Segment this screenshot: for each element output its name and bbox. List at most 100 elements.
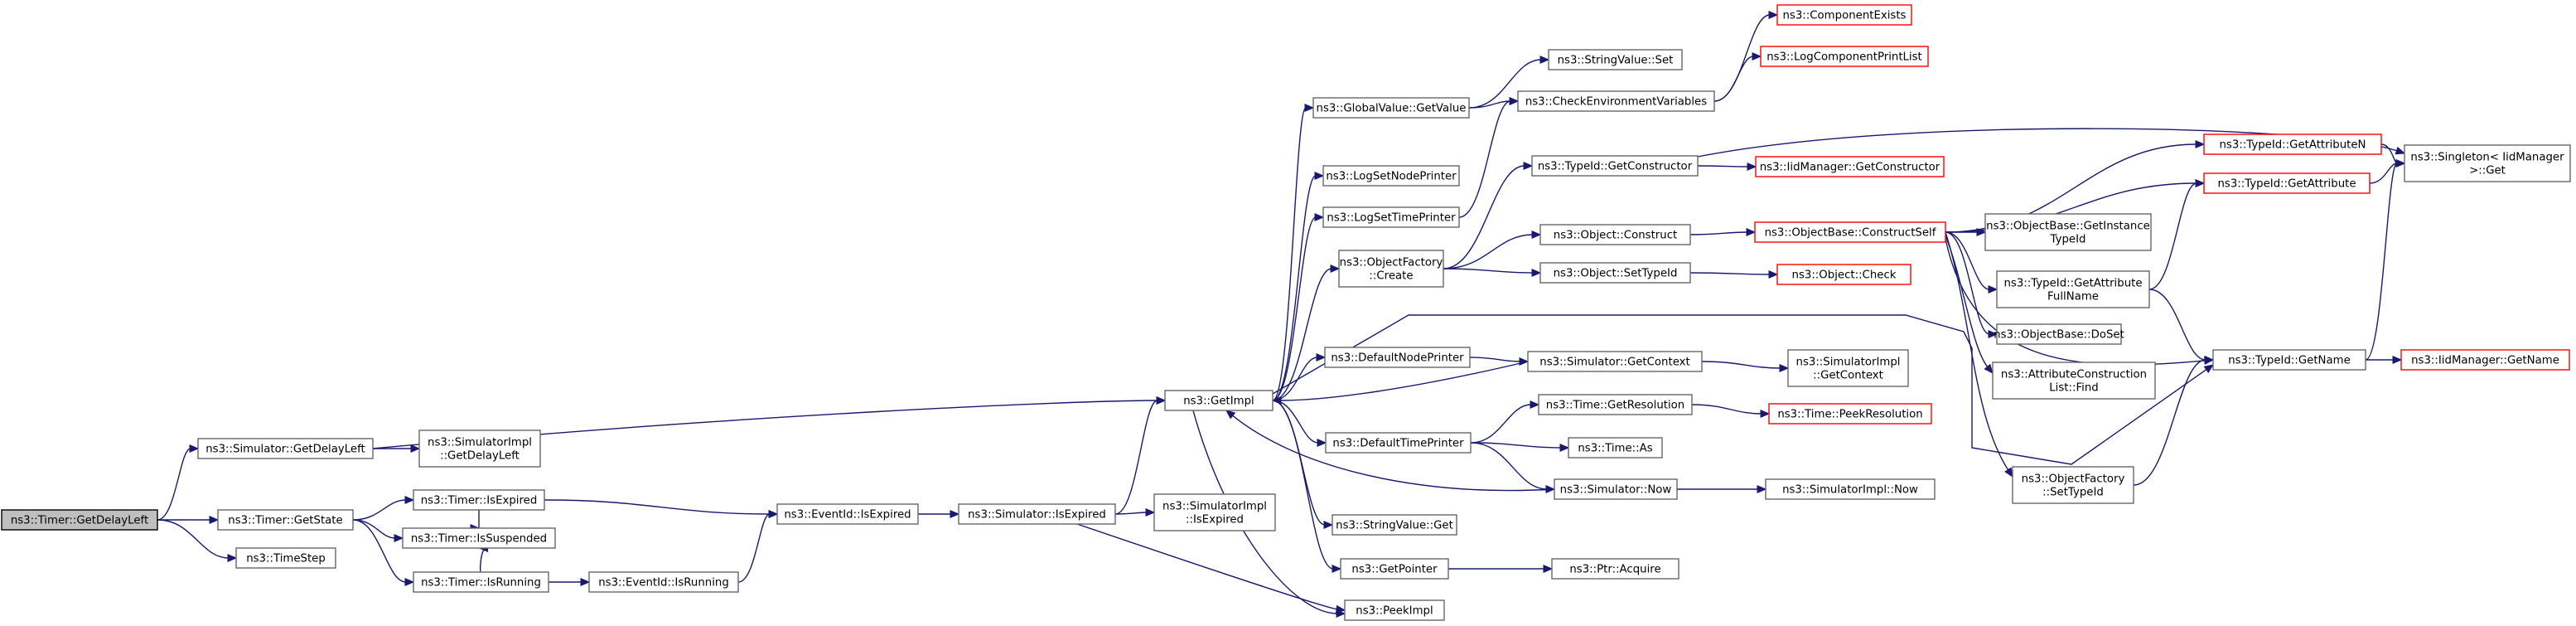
edge-line	[1272, 268, 1332, 401]
edge-line	[1945, 231, 2009, 471]
node-n23[interactable]: ns3::CheckEnvironmentVariables	[1517, 90, 1715, 112]
node-n15[interactable]: ns3::LogSetTimePrinter	[1322, 206, 1460, 228]
node-n24[interactable]: ns3::TypeId::GetConstructor	[1531, 155, 1699, 177]
node-n30[interactable]: ns3::Simulator::Now	[1554, 478, 1678, 500]
edge-arrowhead	[1314, 172, 1325, 180]
node-n27[interactable]: ns3::Simulator::GetContext	[1527, 351, 1703, 372]
edge-arrowhead	[1317, 439, 1327, 447]
node-n17[interactable]: ns3::DefaultNodePrinter	[1324, 347, 1471, 368]
edge-n35-n42	[1945, 228, 1987, 236]
node-label: ns3::TypeId::GetName	[2228, 355, 2351, 367]
node-n10[interactable]: ns3::Simulator::IsExpired	[958, 503, 1116, 525]
node-n11[interactable]: ns3::SimulatorImpl::IsExpired	[1153, 493, 1276, 531]
node-label: ns3::DefaultTimePrinter	[1332, 438, 1464, 450]
node-n48[interactable]: ns3::TypeId::GetName	[2212, 349, 2366, 371]
node-n16[interactable]: ns3::ObjectFactory::Create	[1338, 250, 1444, 288]
node-n33[interactable]: ns3::LogComponentPrintList	[1760, 46, 1929, 67]
node-box	[1153, 493, 1276, 531]
node-box	[2212, 349, 2366, 371]
node-box	[1164, 390, 1274, 411]
node-label: ns3::TypeId::GetAttribute	[2003, 278, 2142, 290]
edge-line	[1470, 442, 1548, 490]
node-n22[interactable]: ns3::StringValue::Set	[1548, 49, 1683, 70]
node-n31[interactable]: ns3::Ptr::Acquire	[1551, 558, 1679, 580]
edge-arrowhead	[1330, 264, 1341, 273]
node-n26[interactable]: ns3::Object::SetTypeId	[1539, 262, 1691, 284]
edge-n12-n14	[1272, 172, 1325, 401]
node-n38[interactable]: ns3::Time::PeekResolution	[1768, 403, 1932, 425]
node-n41[interactable]: ns3::TypeId::GetAttribute	[2203, 172, 2371, 194]
node-n40[interactable]: ns3::TypeId::GetAttributeN	[2203, 133, 2382, 155]
node-label: ns3::Time::As	[1578, 443, 1652, 455]
edge-line	[1443, 234, 1534, 269]
edge-n10-n11	[1114, 508, 1156, 517]
node-n25[interactable]: ns3::Object::Construct	[1539, 224, 1691, 245]
edge-n12-n16	[1272, 264, 1341, 401]
node-box	[413, 571, 549, 593]
node-box	[1322, 206, 1460, 228]
edge-n0-n1	[157, 444, 200, 521]
node-box	[776, 503, 919, 525]
node-label: ns3::SimulatorImpl	[1796, 357, 1901, 369]
node-box	[2203, 133, 2382, 155]
node-box	[1755, 156, 1945, 177]
edge-arrowhead	[1304, 104, 1315, 112]
node-n3[interactable]: ns3::Timer::GetState	[217, 509, 354, 531]
node-box	[2404, 144, 2571, 182]
edge-n16-n24	[1443, 162, 1534, 269]
node-n21[interactable]: ns3::PeekImpl	[1344, 599, 1445, 621]
node-n34[interactable]: ns3::IidManager::GetConstructor	[1755, 156, 1945, 177]
edge-line	[2365, 163, 2398, 361]
node-n44[interactable]: ns3::ObjectBase::DoSet	[1994, 323, 2124, 345]
edge-line	[1279, 361, 1529, 401]
edge-line	[1470, 404, 1532, 444]
edge-line	[157, 519, 230, 559]
node-n47[interactable]: ns3::Singleton< IidManager >::Get	[2404, 144, 2571, 182]
edge-n12-n13	[1272, 104, 1315, 401]
edge-n43-n41	[2148, 179, 2206, 290]
node-n8[interactable]: ns3::EventId::IsRunning	[588, 571, 739, 593]
node-n9[interactable]: ns3::EventId::IsExpired	[776, 503, 919, 525]
edge-arrowhead	[1768, 11, 1779, 19]
node-n35[interactable]: ns3::ObjectBase::ConstructSelf	[1754, 221, 1946, 243]
node-n37[interactable]: ns3::SimulatorImpl::GetContext	[1787, 349, 1909, 387]
edge-arrowhead	[1336, 609, 1346, 618]
node-n4[interactable]: ns3::TimeStep	[235, 547, 336, 569]
node-n46[interactable]: ns3::ObjectFactory::SetTypeId	[2012, 466, 2134, 504]
node-n6[interactable]: ns3::Timer::IsSuspended	[402, 527, 556, 549]
node-n39[interactable]: ns3::SimulatorImpl::Now	[1765, 478, 1936, 500]
node-n5[interactable]: ns3::Timer::IsExpired	[413, 489, 545, 511]
node-n14[interactable]: ns3::LogSetNodePrinter	[1322, 165, 1460, 187]
node-n1[interactable]: ns3::Simulator::GetDelayLeft	[197, 438, 374, 459]
node-n49[interactable]: ns3::IidManager::GetName	[2400, 349, 2570, 371]
node-n29[interactable]: ns3::Time::As	[1568, 437, 1663, 459]
node-label: ns3::StringValue::Set	[1558, 55, 1674, 67]
node-label: ns3::EventId::IsRunning	[598, 577, 729, 590]
node-n19[interactable]: ns3::StringValue::Get	[1331, 514, 1457, 536]
node-label: ns3::EventId::IsExpired	[784, 509, 911, 522]
edge-arrowhead	[410, 444, 421, 453]
edge-arrowhead	[2395, 146, 2406, 155]
edge-line	[1272, 314, 2208, 465]
node-label: ns3::CheckEnvironmentVariables	[1525, 96, 1707, 109]
node-n7[interactable]: ns3::Timer::IsRunning	[413, 571, 549, 593]
edge-line	[1945, 231, 1990, 335]
node-box	[235, 547, 336, 569]
node-n12[interactable]: ns3::GetImpl	[1164, 390, 1274, 411]
node-label: ns3::Singleton< IidManager	[2410, 152, 2564, 164]
node-n32[interactable]: ns3::ComponentExists	[1776, 4, 1912, 26]
edge-line	[1192, 410, 1338, 614]
node-n2[interactable]: ns3::SimulatorImpl::GetDelayLeft	[418, 429, 541, 468]
node-n13[interactable]: ns3::GlobalValue::GetValue	[1312, 97, 1470, 119]
node-n36[interactable]: ns3::Object::Check	[1776, 264, 1911, 285]
node-label: ns3::Simulator::IsExpired	[968, 509, 1106, 522]
node-label: ns3::Timer::IsExpired	[421, 495, 538, 507]
node-n18[interactable]: ns3::DefaultTimePrinter	[1325, 432, 1472, 454]
edge-n24-n34	[1697, 163, 1757, 171]
node-n28[interactable]: ns3::Time::GetResolution	[1538, 394, 1693, 415]
node-n20[interactable]: ns3::GetPointer	[1340, 558, 1449, 580]
